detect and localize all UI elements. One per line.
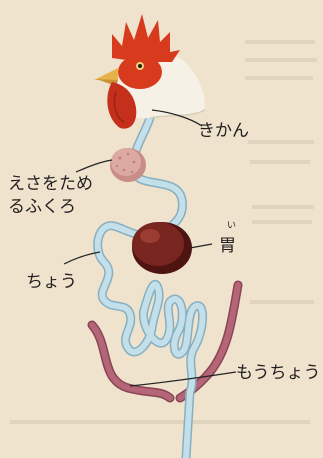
crop <box>110 148 146 182</box>
label-cecum: もうちょう <box>236 363 321 383</box>
label-crop-line1: えさをため <box>8 174 93 194</box>
label-crop-line2: るふくろ <box>8 197 76 217</box>
label-stomach: 胃 <box>219 236 236 256</box>
gizzard-stomach <box>132 222 192 274</box>
label-stomach-ruby: い <box>227 221 236 231</box>
label-trachea: きかん <box>198 121 249 141</box>
label-intestine: ちょう <box>26 272 77 292</box>
